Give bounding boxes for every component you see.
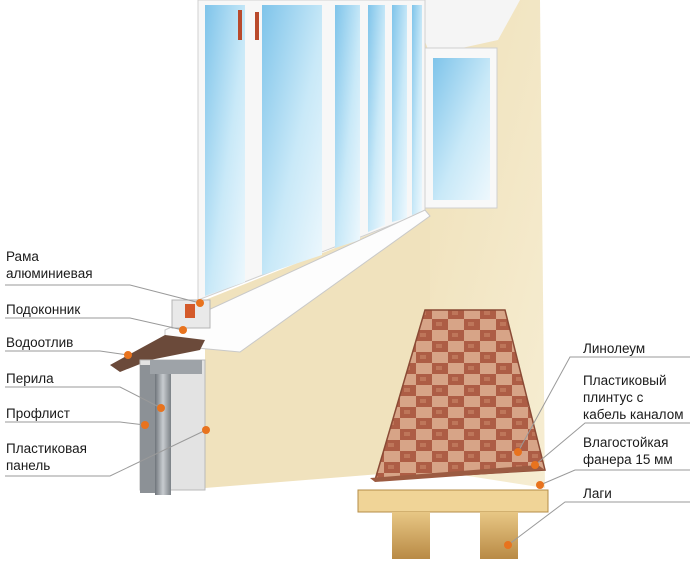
- marker-plywood: [536, 481, 544, 489]
- label-linoleum: Линолеум: [583, 340, 645, 357]
- leader-lines-right: [507, 356, 690, 546]
- label-frame-text: Рама алюминиевая: [6, 249, 93, 281]
- marker-frame: [196, 299, 204, 307]
- label-drip-text: Водоотлив: [6, 335, 74, 350]
- label-plywood: Влагостойкая фанера 15 мм: [583, 434, 673, 468]
- label-profsheet: Профлист: [6, 405, 70, 422]
- joist-left: [392, 512, 430, 559]
- label-sill: Подоконник: [6, 301, 80, 318]
- marker-profsheet: [141, 421, 149, 429]
- label-sill-text: Подоконник: [6, 302, 81, 317]
- plywood-layer: [357, 489, 549, 513]
- marker-plastic-panel: [202, 426, 210, 434]
- label-drip: Водоотлив: [6, 334, 73, 351]
- marker-joists: [504, 541, 512, 549]
- marker-railing: [157, 404, 165, 412]
- plastic-plinth: [370, 465, 545, 482]
- joist-right: [480, 512, 518, 559]
- pane-1: [205, 5, 245, 296]
- leader-lines-left: [5, 284, 207, 477]
- marker-plinth: [531, 461, 539, 469]
- ceiling: [410, 0, 520, 55]
- label-plywood-text: Влагостойкая фанера 15 мм: [583, 435, 673, 467]
- label-joists-text: Лаги: [583, 486, 612, 501]
- railing-top: [150, 360, 202, 374]
- label-plinth: Пластиковый плинтус с кабель каналом: [583, 372, 684, 423]
- marker-sill: [179, 326, 187, 334]
- label-plastic-panel: Пластиковая панель: [6, 440, 87, 474]
- pane-5: [392, 5, 407, 222]
- pane-4: [368, 5, 385, 232]
- handle-2: [255, 12, 259, 40]
- drip-sill: [110, 335, 205, 372]
- label-profsheet-text: Профлист: [6, 406, 70, 421]
- far-window-glass: [433, 58, 490, 200]
- pane-3: [335, 5, 360, 248]
- railing-post: [155, 365, 171, 495]
- pane-2: [262, 5, 322, 275]
- label-plastic-panel-text: Пластиковая панель: [6, 441, 87, 473]
- pane-6: [412, 5, 422, 215]
- handle-1: [238, 10, 242, 40]
- label-frame: Рама алюминиевая: [6, 248, 93, 282]
- label-railing: Перила: [6, 370, 54, 387]
- marker-linoleum: [514, 448, 522, 456]
- lower-wall: [205, 210, 430, 488]
- label-plinth-text: Пластиковый плинтус с кабель каналом: [583, 373, 684, 422]
- markers: [124, 299, 544, 549]
- label-railing-text: Перила: [6, 371, 54, 386]
- label-joists: Лаги: [583, 485, 612, 502]
- marker-drip: [124, 351, 132, 359]
- label-linoleum-text: Линолеум: [583, 341, 646, 356]
